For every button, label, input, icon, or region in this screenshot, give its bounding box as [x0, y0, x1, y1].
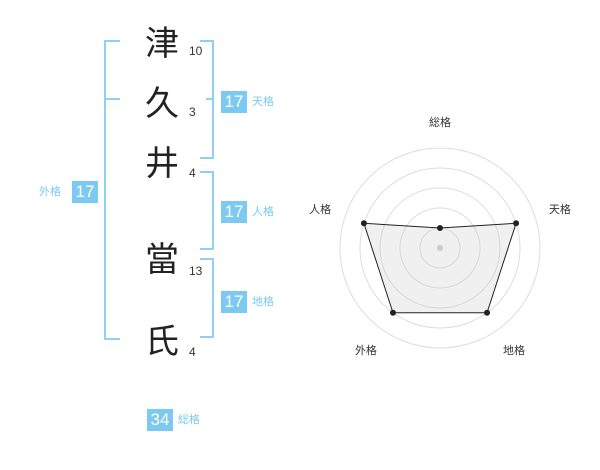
- radar-axis-label-2: 天格: [549, 202, 571, 216]
- radar-point-2: [513, 220, 520, 227]
- chikaku-bracket: [200, 258, 214, 338]
- radar-point-1: [437, 225, 443, 231]
- name-char-2: 久: [145, 84, 179, 124]
- stroke-count-5: 4: [189, 345, 196, 359]
- radar-point-4: [389, 309, 396, 316]
- gaikaku-badge: 17: [72, 181, 98, 203]
- name-char-1: 津: [145, 24, 179, 64]
- stroke-count-1: 10: [189, 44, 203, 58]
- gaikaku-bracket: [104, 40, 120, 340]
- jinkaku-label: 人格: [252, 205, 274, 218]
- radar-grid-ring: [399, 207, 481, 289]
- stroke-count-2: 3: [189, 105, 196, 119]
- name-char-4: 當: [145, 240, 179, 280]
- radar-center-dot: [437, 245, 443, 251]
- name-char-5: 氏: [145, 322, 179, 362]
- tenkaku-bracket-tick: [206, 98, 214, 100]
- radar-axis-label-5: 人格: [309, 202, 331, 216]
- radar-grid-ring: [359, 167, 521, 329]
- radar-axis-label-1: 総格: [429, 115, 451, 129]
- gaikaku-label: 外格: [39, 185, 61, 198]
- stroke-count-3: 4: [189, 166, 196, 180]
- tenkaku-label: 天格: [252, 95, 274, 108]
- radar-axis-label-3: 地格: [503, 343, 525, 357]
- soukaku-badge: 34: [147, 409, 173, 431]
- stroke-count-4: 13: [189, 264, 203, 278]
- jinkaku-bracket: [200, 171, 214, 250]
- tenkaku-badge: 17: [221, 91, 247, 113]
- radar-point-5: [360, 220, 367, 227]
- jinkaku-badge: 17: [221, 201, 247, 223]
- radar-data-polygon: [363, 222, 517, 314]
- radar-point-3: [484, 309, 491, 316]
- radar-axis-label-4: 外格: [355, 343, 377, 357]
- radar-grid-ring: [339, 147, 541, 349]
- radar-grid-ring: [379, 187, 501, 309]
- soukaku-label: 総格: [178, 413, 200, 426]
- chikaku-badge: 17: [221, 291, 247, 313]
- gaikaku-bracket-tick: [104, 98, 120, 100]
- chikaku-label: 地格: [252, 295, 274, 308]
- name-char-3: 井: [145, 144, 179, 184]
